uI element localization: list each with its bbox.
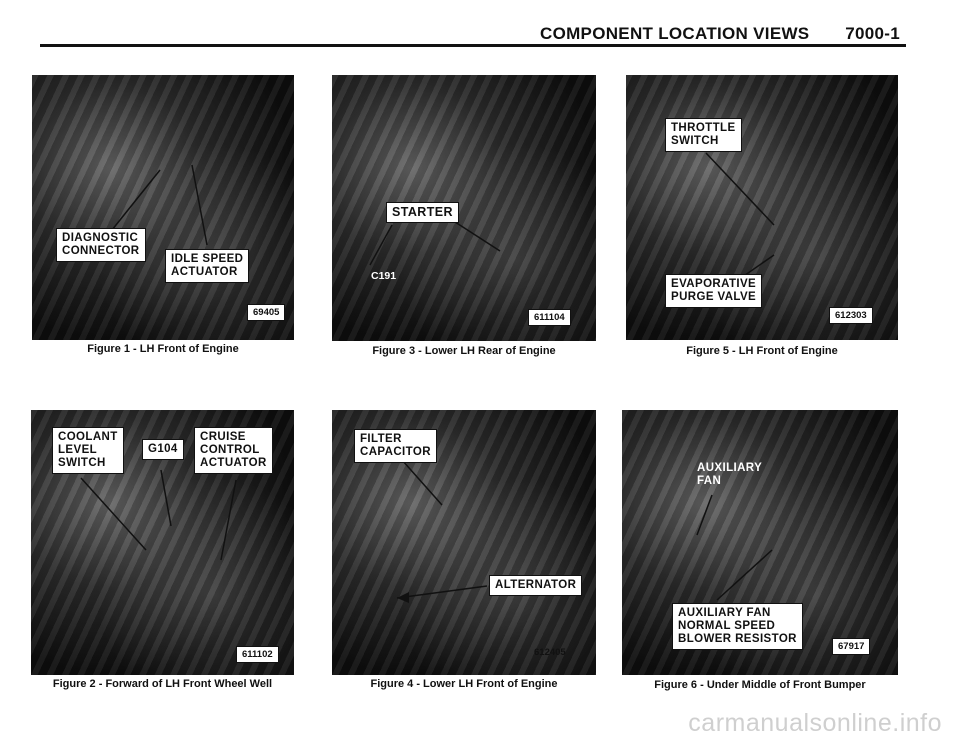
- photo-number: 67917: [832, 638, 871, 655]
- photo-number: 611102: [236, 646, 279, 663]
- watermark: carmanualsonline.info: [688, 709, 942, 737]
- label-alternator: ALTERNATOR: [489, 575, 583, 596]
- label-auxiliary-fan: AUXILIARY FAN: [697, 462, 763, 487]
- label-cruise-control-actuator: CRUISE CONTROL ACTUATOR: [194, 427, 273, 474]
- label-idle-speed-actuator: IDLE SPEED ACTUATOR: [165, 249, 250, 283]
- label-starter: STARTER: [386, 202, 459, 223]
- figure-2-photo: COOLANT LEVEL SWITCH G104 CRUISE CONTROL…: [31, 410, 294, 675]
- label-throttle-switch: THROTTLE SWITCH: [665, 118, 742, 152]
- figure-5-caption: Figure 5 - LH Front of Engine: [686, 345, 838, 357]
- label-c191: C191: [371, 270, 397, 282]
- figure-4-caption: Figure 4 - Lower LH Front of Engine: [370, 678, 558, 690]
- label-coolant-level-switch: COOLANT LEVEL SWITCH: [52, 427, 124, 474]
- label-filter-capacitor: FILTER CAPACITOR: [354, 429, 437, 463]
- figure-6-photo: AUXILIARY FAN AUXILIARY FAN NORMAL SPEED…: [622, 410, 898, 675]
- label-evaporative-purge-valve: EVAPORATIVE PURGE VALVE: [665, 274, 763, 308]
- page-title: COMPONENT LOCATION VIEWS: [540, 24, 810, 43]
- figure-3-photo: STARTER C191 611104: [332, 75, 596, 341]
- figure-5-photo: THROTTLE SWITCH EVAPORATIVE PURGE VALVE …: [626, 75, 898, 340]
- figure-4-photo: FILTER CAPACITOR ALTERNATOR 612405: [332, 410, 596, 675]
- header-rule: [40, 44, 906, 47]
- page-number: 7000-1: [845, 24, 900, 43]
- figure-1-photo: DIAGNOSTIC CONNECTOR IDLE SPEED ACTUATOR…: [32, 75, 294, 340]
- photo-number: 612303: [829, 307, 873, 324]
- label-auxiliary-fan-normal-speed-blower-resistor: AUXILIARY FAN NORMAL SPEED BLOWER RESIST…: [672, 603, 803, 650]
- figure-6-caption: Figure 6 - Under Middle of Front Bumper: [654, 679, 866, 691]
- figure-3-caption: Figure 3 - Lower LH Rear of Engine: [372, 345, 556, 357]
- photo-number: 611104: [528, 309, 571, 326]
- photo-number: 69405: [247, 304, 286, 321]
- figure-2-caption: Figure 2 - Forward of LH Front Wheel Wel…: [52, 678, 273, 690]
- photo-number: 612405: [534, 647, 566, 658]
- figure-1-caption: Figure 1 - LH Front of Engine: [87, 343, 239, 355]
- label-diagnostic-connector: DIAGNOSTIC CONNECTOR: [56, 228, 146, 262]
- label-g104: G104: [142, 439, 184, 460]
